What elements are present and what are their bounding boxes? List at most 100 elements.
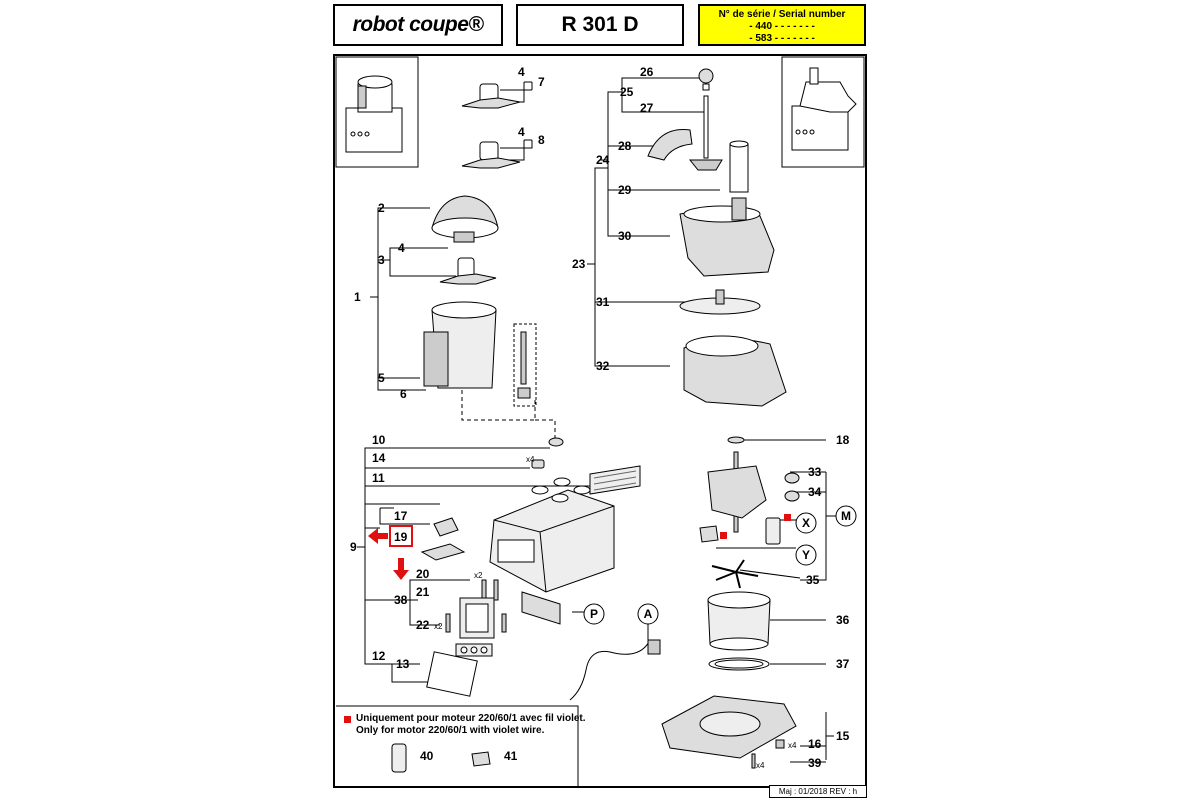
cover-28 <box>647 129 693 161</box>
callout-circle-M <box>835 505 857 527</box>
highlight-box-19 <box>389 525 413 547</box>
label-7: 7 <box>538 75 545 89</box>
label-23: 23 <box>572 257 586 271</box>
red-arrow-right <box>368 528 388 544</box>
label-35: 35 <box>806 573 820 587</box>
callout-circle-A <box>637 603 659 625</box>
label-29: 29 <box>618 183 632 197</box>
bowl-handle <box>423 331 449 387</box>
model-title-text: R 301 D <box>561 13 639 36</box>
brand-logo: robot coupe® <box>333 4 503 46</box>
callout-Y: Y <box>802 548 810 562</box>
inset-base-left <box>345 107 403 153</box>
note-french: Uniquement pour moteur 220/60/1 avec fil… <box>356 713 586 724</box>
qty-x4-39: x4 <box>756 761 765 770</box>
capacitor-40 <box>391 743 407 773</box>
bearing-34 <box>784 490 800 502</box>
inset-thumbnail-left <box>335 56 419 168</box>
label-34: 34 <box>808 485 822 499</box>
callout-P: P <box>590 607 598 621</box>
motor-base <box>489 489 615 593</box>
label-15: 15 <box>836 729 850 743</box>
capacitor-X <box>765 517 781 545</box>
blade-hub-8 <box>479 141 499 161</box>
label-16: 16 <box>808 737 822 751</box>
label-32: 32 <box>596 359 610 373</box>
qty-x2-22: x2 <box>434 622 443 631</box>
label-26: 26 <box>640 65 654 79</box>
label-38: 38 <box>394 593 408 607</box>
brand-logo-text: robot coupe® <box>352 13 484 36</box>
qty-x4-16: x4 <box>788 741 797 750</box>
label-20: 20 <box>416 567 430 581</box>
violet-wire-marker-1 <box>784 514 791 521</box>
washer-18 <box>727 436 745 444</box>
label-4-c: 4 <box>398 241 405 255</box>
label-8: 8 <box>538 133 545 147</box>
label-10: 10 <box>372 433 386 447</box>
knob-26 <box>698 68 714 84</box>
switch-Y <box>699 525 719 543</box>
violet-wire-marker-2 <box>720 532 727 539</box>
callout-circle-X <box>795 512 817 534</box>
inset-thumbnail-right <box>781 56 865 168</box>
label-40: 40 <box>420 749 434 763</box>
label-25: 25 <box>620 85 634 99</box>
label-37: 37 <box>836 657 850 671</box>
qty-x2-rods: x2 <box>474 571 483 580</box>
tube-29 <box>729 143 749 193</box>
red-arrow-up <box>393 558 409 580</box>
label-14: 14 <box>372 451 386 465</box>
motor-stator <box>707 465 767 519</box>
fan-35 <box>711 559 759 589</box>
foot-16 <box>775 739 785 749</box>
circuit-board-P <box>521 591 561 625</box>
label-6: 6 <box>400 387 407 401</box>
callout-M: M <box>841 509 851 523</box>
label-19: 19 <box>394 530 408 544</box>
label-5: 5 <box>378 371 385 385</box>
label-18: 18 <box>836 433 850 447</box>
inset-base-right <box>791 105 849 151</box>
label-30: 30 <box>618 229 632 243</box>
callout-A: A <box>644 607 653 621</box>
bearing-33 <box>784 472 800 484</box>
label-9: 9 <box>350 540 357 554</box>
part-19 <box>420 543 466 561</box>
note-red-marker <box>344 716 351 723</box>
label-1: 1 <box>354 290 361 304</box>
label-24: 24 <box>596 153 610 167</box>
label-31: 31 <box>596 295 610 309</box>
label-22: 22 <box>416 618 430 632</box>
label-plate-13 <box>426 651 478 697</box>
foot-14 <box>531 459 545 469</box>
label-41: 41 <box>504 749 518 763</box>
label-3: 3 <box>378 253 385 267</box>
revision-footer: Maj : 01/2018 REV : h <box>769 785 867 798</box>
serial-line-2: - 583 - - - - - - - <box>749 33 815 44</box>
label-11: 11 <box>372 471 385 485</box>
label-21: 21 <box>416 585 430 599</box>
power-cord-A <box>569 639 651 701</box>
label-28: 28 <box>618 139 632 153</box>
callout-X: X <box>802 516 810 530</box>
part-6-frame <box>513 323 537 407</box>
callout-circle-Y <box>795 544 817 566</box>
label-13: 13 <box>396 657 410 671</box>
model-title: R 301 D <box>516 4 684 46</box>
label-12: 12 <box>372 649 386 663</box>
seal-10 <box>548 437 564 447</box>
label-27: 27 <box>640 101 654 115</box>
qty-x4-feet: x4 <box>526 455 535 464</box>
serial-line-1: - 440 - - - - - - - <box>749 21 815 32</box>
switch-41 <box>471 751 491 767</box>
part-17 <box>433 517 459 537</box>
label-39: 39 <box>808 756 822 770</box>
label-4-a: 4 <box>518 65 525 79</box>
exploded-view-frame <box>333 54 867 788</box>
label-2: 2 <box>378 201 385 215</box>
pusher-27 <box>703 95 709 159</box>
note-english: Only for motor 220/60/1 with violet wire… <box>356 725 545 736</box>
serial-title: N° de série / Serial number <box>718 9 846 20</box>
